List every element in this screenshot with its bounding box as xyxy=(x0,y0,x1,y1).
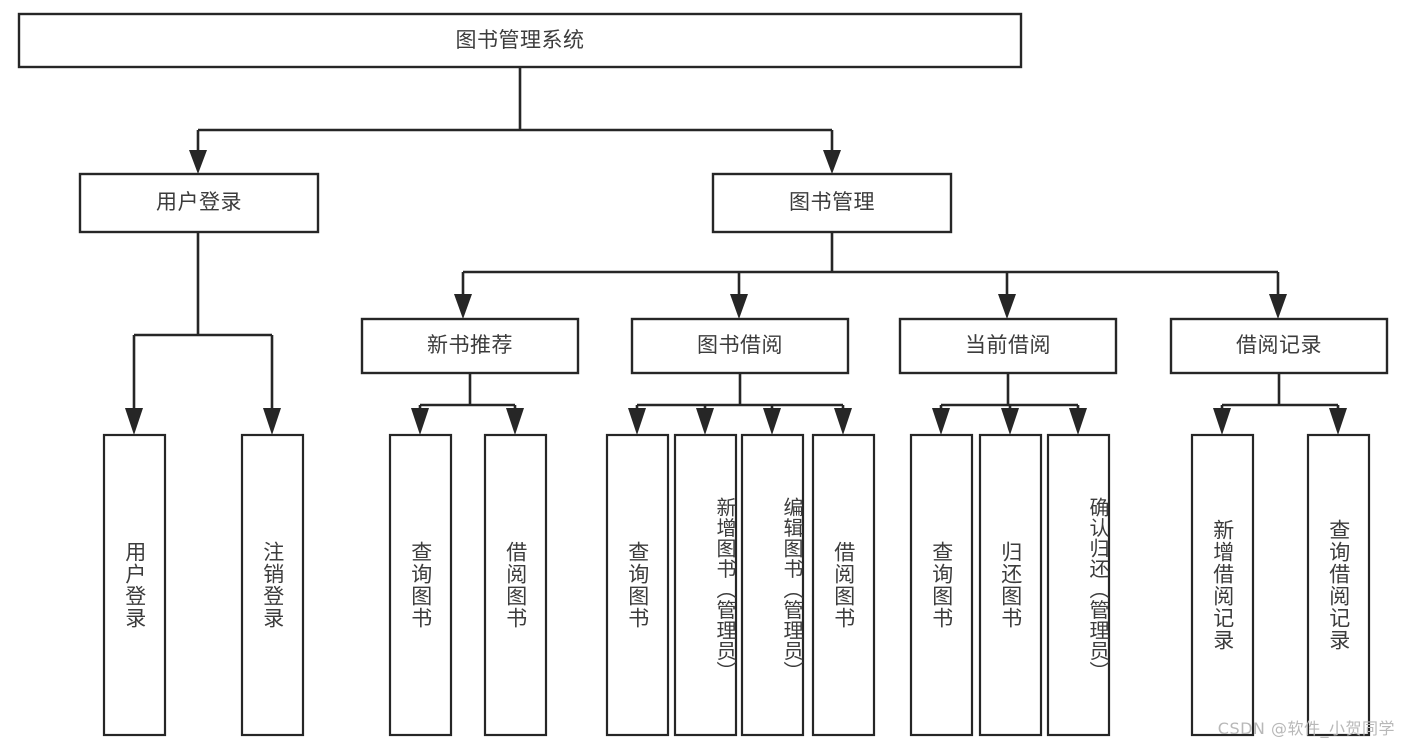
arrowhead-current-borrow xyxy=(998,294,1016,319)
arrowhead-new-book xyxy=(454,294,472,319)
arrowhead-bookborrow-leaf-2 xyxy=(696,408,714,435)
arrowhead-book-manage xyxy=(823,150,841,174)
node-book-manage-box[interactable] xyxy=(711,172,953,234)
leaf-box-record-add[interactable] xyxy=(1190,433,1255,737)
leaf-box-newbook-borrow[interactable] xyxy=(483,433,548,737)
node-root-box[interactable] xyxy=(17,12,1023,69)
node-current-borrow-box[interactable] xyxy=(898,317,1118,375)
arrowhead-leaf-user-login xyxy=(125,408,143,435)
leaf-box-logout[interactable] xyxy=(240,433,305,737)
node-user-login-box[interactable] xyxy=(78,172,320,234)
arrowhead-bookborrow-leaf-3 xyxy=(763,408,781,435)
arrowhead-borrowrecord-leaf-1 xyxy=(1213,408,1231,435)
arrowhead-bookborrow-leaf-4 xyxy=(834,408,852,435)
arrowhead-borrowrecord-leaf-2 xyxy=(1329,408,1347,435)
leaf-box-borrow-lend[interactable] xyxy=(811,433,876,737)
arrowhead-newbook-leaf-1 xyxy=(411,408,429,435)
leaf-box-current-confirm[interactable] xyxy=(1046,433,1111,737)
arrowhead-borrow-record xyxy=(1269,294,1287,319)
leaf-box-record-query[interactable] xyxy=(1306,433,1371,737)
arrowhead-newbook-leaf-2 xyxy=(506,408,524,435)
arrowhead-book-borrow xyxy=(730,294,748,319)
leaf-box-borrow-add[interactable] xyxy=(673,433,738,737)
arrowhead-currentborrow-leaf-2 xyxy=(1001,408,1019,435)
leaf-box-current-return[interactable] xyxy=(978,433,1043,737)
arrowhead-user-login xyxy=(189,150,207,174)
arrowhead-bookborrow-leaf-1 xyxy=(628,408,646,435)
node-borrow-record-box[interactable] xyxy=(1169,317,1389,375)
leaf-box-current-query[interactable] xyxy=(909,433,974,737)
leaf-box-borrow-query[interactable] xyxy=(605,433,670,737)
leaf-box-borrow-edit[interactable] xyxy=(740,433,805,737)
leaf-box-user-login[interactable] xyxy=(102,433,167,737)
node-book-borrow-box[interactable] xyxy=(630,317,850,375)
node-new-book-box[interactable] xyxy=(360,317,580,375)
arrowhead-currentborrow-leaf-1 xyxy=(932,408,950,435)
leaf-box-newbook-query[interactable] xyxy=(388,433,453,737)
arrowhead-leaf-logout xyxy=(263,408,281,435)
arrowhead-currentborrow-leaf-3 xyxy=(1069,408,1087,435)
